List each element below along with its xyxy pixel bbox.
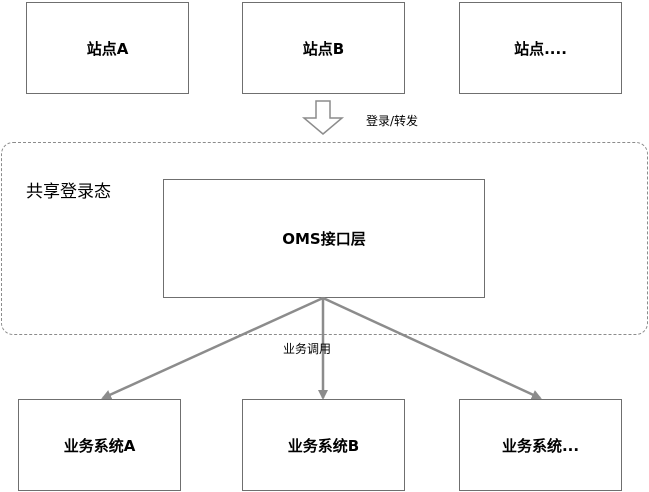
oms-interface-node: OMS接口层 (163, 179, 485, 298)
system-more-label: 业务系统... (501, 436, 580, 455)
site-a-node: 站点A (26, 2, 189, 94)
site-more-label: 站点.... (514, 39, 567, 58)
site-b-label: 站点B (302, 39, 345, 58)
call-edge-to-system-a (101, 296, 324, 400)
login-forward-label: 登录/转发 (366, 114, 419, 128)
site-a-label: 站点A (86, 39, 129, 58)
site-b-node: 站点B (242, 2, 405, 94)
system-a-node: 业务系统A (18, 399, 181, 491)
business-call-label: 业务调用 (283, 342, 332, 356)
oms-interface-label: OMS接口层 (282, 230, 366, 248)
system-b-node: 业务系统B (242, 399, 405, 491)
shared-login-group (1, 142, 648, 335)
system-a-label: 业务系统A (63, 436, 136, 455)
login-forward-arrow (301, 100, 345, 135)
site-more-node: 站点.... (459, 2, 622, 94)
system-b-label: 业务系统B (287, 436, 360, 455)
system-more-node: 业务系统... (459, 399, 622, 491)
call-edge-to-system-more (322, 296, 542, 400)
shared-login-group-title: 共享登录态 (26, 182, 111, 202)
